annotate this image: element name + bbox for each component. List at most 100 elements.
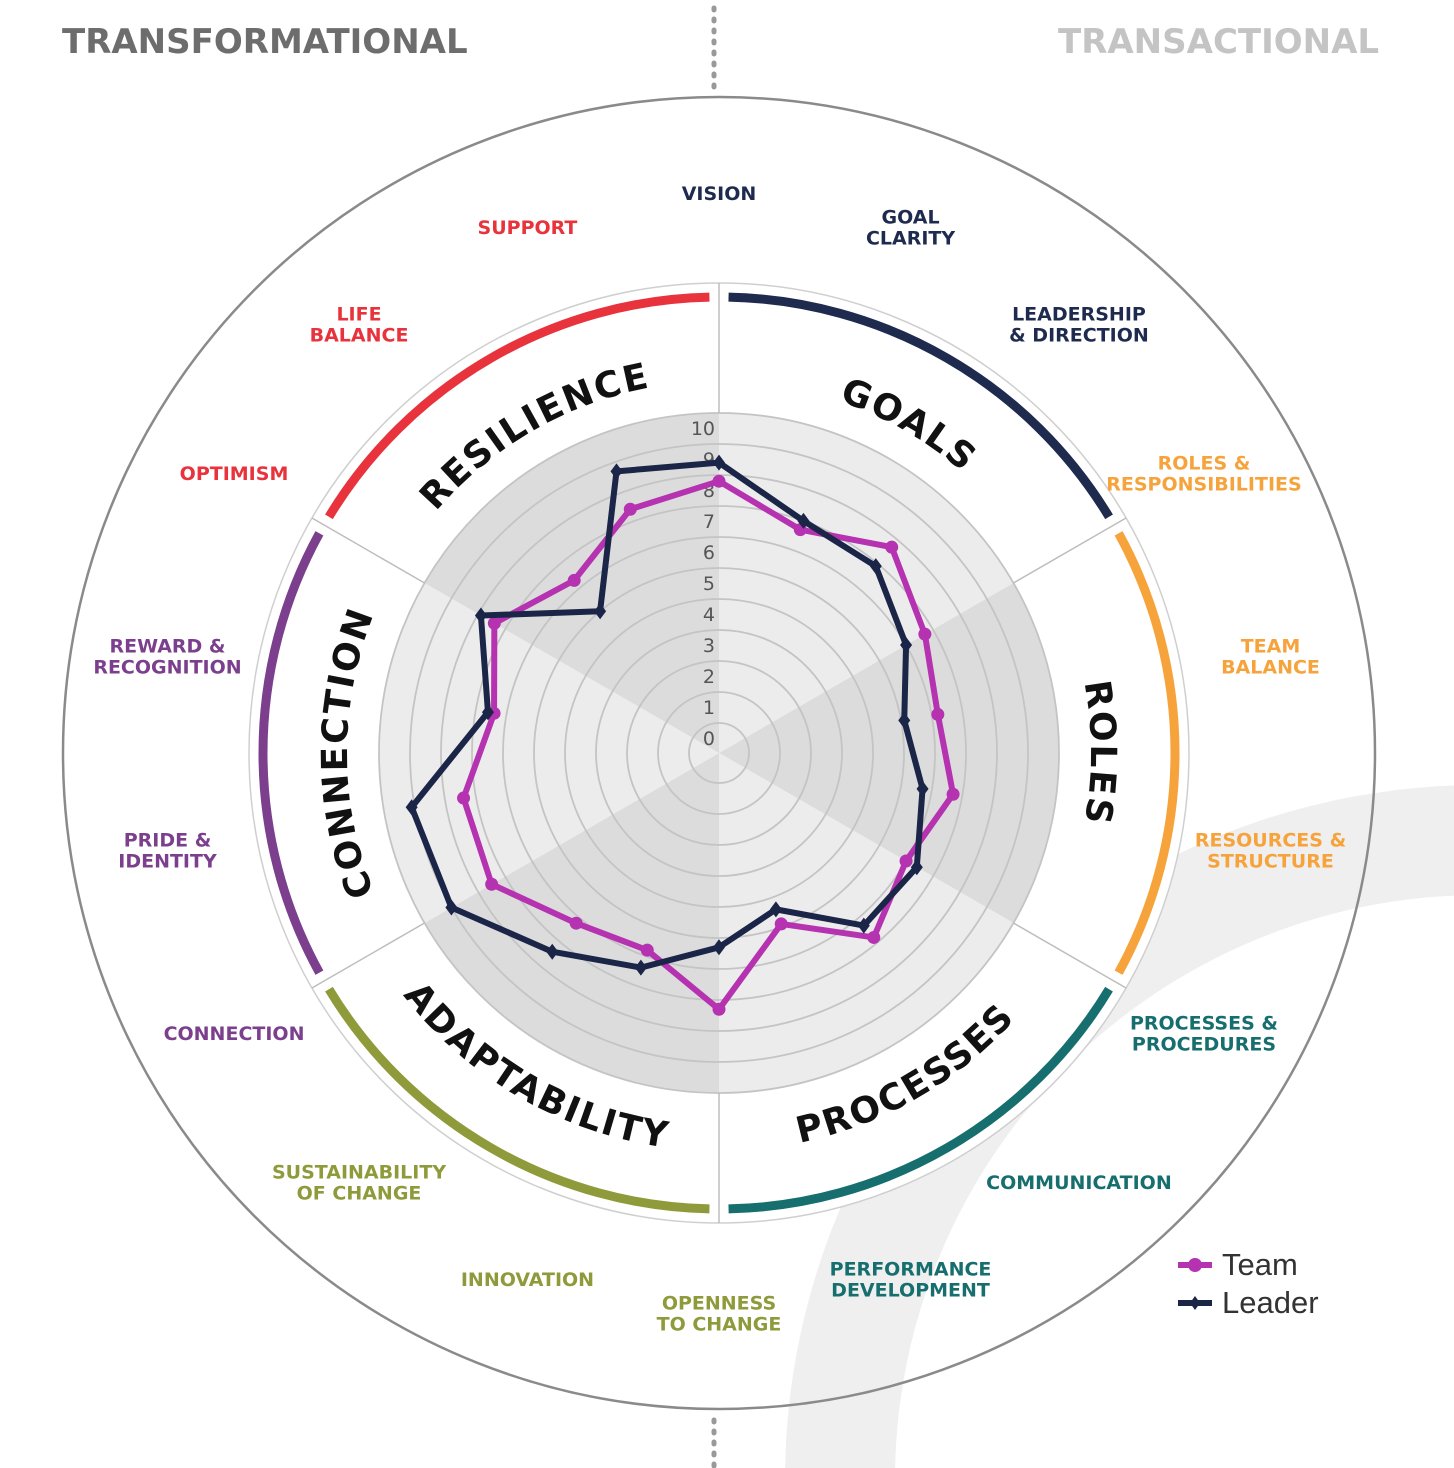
leader-point <box>481 704 494 721</box>
leader-point <box>474 607 487 624</box>
team-point <box>457 791 471 805</box>
team-point <box>485 877 499 891</box>
category-label: SUPPORT <box>478 217 578 239</box>
leader-point <box>797 512 810 529</box>
group-arc-goals <box>728 292 1113 520</box>
category-label-line: PROCEDURES <box>1132 1034 1276 1056</box>
legend-label-team: Team <box>1222 1247 1298 1282</box>
category-label-line: RECOGNITION <box>93 656 241 678</box>
category-label-line: LIFE <box>336 304 381 326</box>
grid-ring <box>533 567 905 939</box>
leader-point <box>900 637 913 653</box>
category-label-line: CLARITY <box>866 227 955 249</box>
category-label: REWARD &RECOGNITION <box>93 635 241 678</box>
tick-label: 3 <box>703 635 715 657</box>
legend: Team Leader <box>1178 1246 1319 1322</box>
leader-point <box>713 454 725 471</box>
category-label-line: TEAM <box>1241 635 1301 657</box>
category-label-line: SUSTAINABILITY <box>272 1161 446 1183</box>
category-label-line: PERFORMANCE <box>830 1259 992 1281</box>
leader-point <box>769 901 782 918</box>
category-label-line: IDENTITY <box>118 851 217 873</box>
leader-point <box>713 939 725 956</box>
leader-marker-icon <box>1178 1296 1212 1310</box>
category-label: LEADERSHIP& DIRECTION <box>1009 304 1149 347</box>
grid-ring <box>564 598 874 908</box>
team-point <box>712 474 726 488</box>
team-marker-icon <box>1178 1258 1212 1272</box>
leader-point <box>445 899 458 916</box>
category-label: PROCESSES &PROCEDURES <box>1130 1013 1278 1056</box>
group-separator <box>1013 517 1127 584</box>
leader-point <box>916 780 929 797</box>
team-point <box>885 540 899 554</box>
team-point <box>867 930 881 944</box>
tick-label: 2 <box>703 666 715 688</box>
tick-label: 10 <box>691 418 715 440</box>
group-arc-connection <box>258 531 324 975</box>
tick-label: 9 <box>703 449 715 471</box>
category-label: OPTIMISM <box>180 463 289 485</box>
category-label-line: STRUCTURE <box>1207 851 1334 873</box>
group-arc-adaptability <box>325 986 710 1214</box>
leader-point <box>594 603 607 620</box>
category-label-line: SUPPORT <box>478 217 578 239</box>
grid-ring <box>502 536 936 970</box>
legend-item-team: Team <box>1178 1246 1319 1284</box>
category-label: RESOURCES &STRUCTURE <box>1195 830 1346 873</box>
team-point <box>640 943 654 957</box>
category-label: VISION <box>682 183 757 205</box>
category-label-line: BALANCE <box>1221 656 1320 678</box>
category-label: CONNECTION <box>164 1023 305 1045</box>
outer-circle <box>61 95 1377 1411</box>
tick-label: 7 <box>703 511 715 533</box>
category-label-line: OF CHANGE <box>297 1182 422 1204</box>
leader-point <box>634 959 647 976</box>
group-separator <box>311 922 425 989</box>
category-label-line: OPENNESS <box>662 1293 776 1315</box>
category-label-line: VISION <box>682 183 757 205</box>
category-label: PRIDE &IDENTITY <box>118 830 217 873</box>
group-separator <box>1013 922 1127 989</box>
tick-label: 1 <box>703 697 715 719</box>
plot-sector <box>719 413 1014 753</box>
grid-ring <box>471 505 967 1001</box>
category-label-line: TO CHANGE <box>657 1314 782 1336</box>
category-label-line: CONNECTION <box>164 1023 305 1045</box>
group-label-text: ROLES <box>1076 678 1122 829</box>
category-label-line: DEVELOPMENT <box>831 1280 990 1302</box>
leader-point <box>610 463 623 480</box>
leader-point <box>910 859 923 876</box>
legend-label-leader: Leader <box>1222 1285 1319 1320</box>
leader-point <box>546 943 559 960</box>
group-label-roles: ROLES <box>1076 678 1124 829</box>
grid-ring <box>409 443 1029 1063</box>
tick-label: 4 <box>703 604 715 626</box>
tick-label: 6 <box>703 542 715 564</box>
category-label-line: RESPONSIBILITIES <box>1106 474 1301 496</box>
category-label-line: GOAL <box>882 206 940 228</box>
category-label-line: PRIDE & <box>124 830 212 852</box>
leader-point <box>405 799 418 816</box>
team-point <box>918 627 932 641</box>
category-label-line: PROCESSES & <box>1130 1013 1278 1035</box>
group-arc-roles <box>1114 531 1180 975</box>
grid-ring <box>688 722 750 784</box>
grid-ring <box>657 691 781 815</box>
category-label-line: COMMUNICATION <box>986 1172 1172 1194</box>
team-point <box>487 616 501 630</box>
category-label-line: LEADERSHIP <box>1012 304 1146 326</box>
transactional-heading: TRANSACTIONAL <box>1058 22 1380 62</box>
transformational-heading: TRANSFORMATIONAL <box>62 22 468 62</box>
category-label-line: RESOURCES & <box>1195 830 1346 852</box>
category-label-line: BALANCE <box>310 325 409 347</box>
category-label: INNOVATION <box>461 1269 594 1291</box>
grid-ring <box>626 660 812 846</box>
grid-ring <box>595 629 843 877</box>
